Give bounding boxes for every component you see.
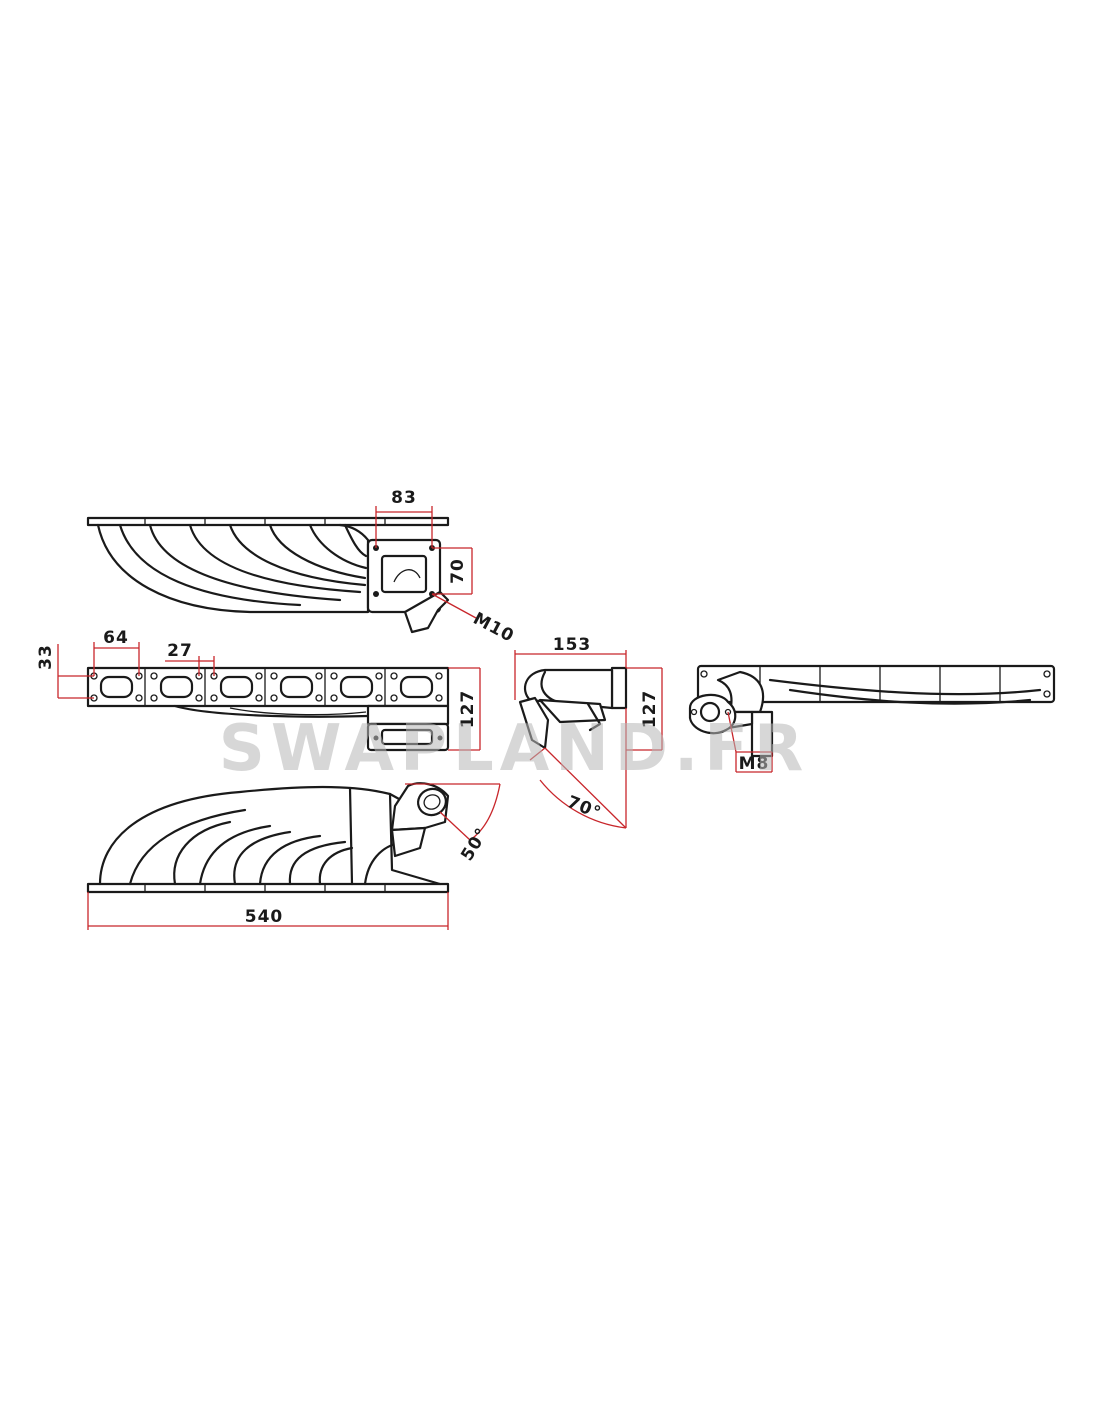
flange-height-label: 70 <box>448 558 468 584</box>
depth-side-label: 153 <box>553 635 592 655</box>
dimension-flange-height: 70 <box>432 547 473 595</box>
overall-length-label: 540 <box>245 907 284 927</box>
rear-view <box>688 664 1056 758</box>
dimension-flange-width: 83 <box>375 488 433 548</box>
dimension-wastegate-bolt: M8 <box>727 711 773 774</box>
top-view <box>86 516 450 634</box>
port-width-label: 64 <box>103 628 129 648</box>
port-height-label: 33 <box>36 644 56 670</box>
dimension-depth-side: 153 <box>514 635 627 700</box>
dimension-port-spacing: 27 <box>165 641 215 676</box>
flange-view <box>86 666 450 752</box>
dimension-depth-front: 127 <box>448 667 481 751</box>
bottom-view <box>86 782 450 894</box>
dimension-height-side: 127 <box>626 667 663 751</box>
height-side-label: 127 <box>640 690 660 729</box>
dimension-port-height: 33 <box>36 644 94 699</box>
port-spacing-label: 27 <box>167 641 193 661</box>
dimension-port-width: 64 <box>93 628 140 676</box>
watermark-logo: SWAPLAND.FR <box>219 712 810 786</box>
side-view <box>518 666 628 750</box>
depth-front-label: 127 <box>458 690 478 729</box>
dimension-overall-length: 540 <box>87 892 449 930</box>
wastegate-bolt-label: M8 <box>739 754 770 774</box>
flange-width-label: 83 <box>391 488 417 508</box>
outlet-angle-label: 50° <box>457 824 493 864</box>
angle-side-label: 70° <box>564 792 604 824</box>
flange-bolt-label: M10 <box>470 609 518 647</box>
